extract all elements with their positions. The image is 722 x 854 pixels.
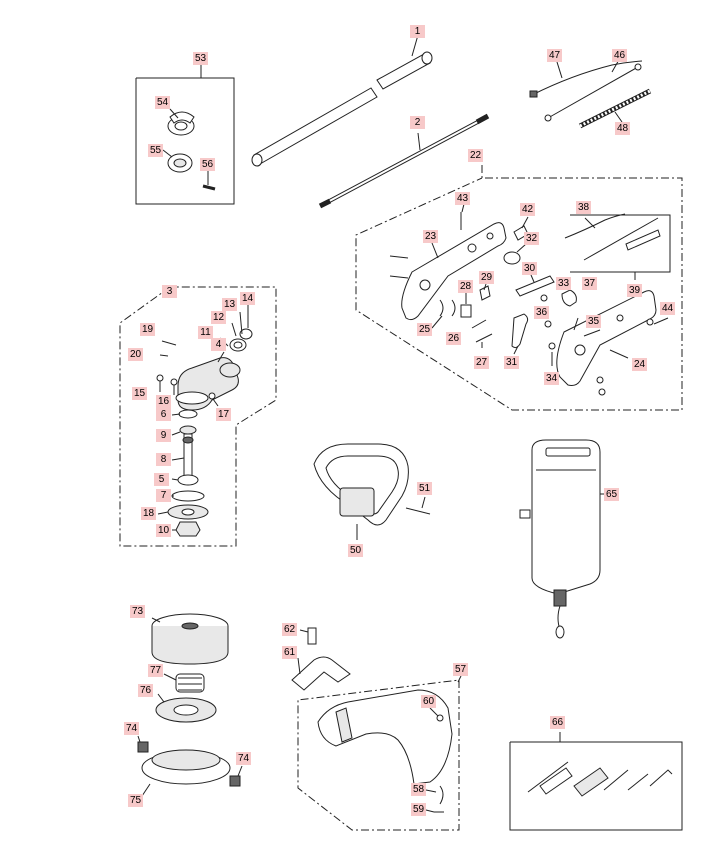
drive-shaft [318, 113, 490, 209]
part-label-60: 60 [421, 695, 436, 708]
part-label-54: 54 [155, 96, 170, 109]
part-label-17: 17 [216, 408, 231, 421]
part-label-59: 59 [411, 803, 426, 816]
part-label-11: 11 [198, 326, 213, 339]
part-label-10: 10 [156, 524, 171, 537]
part-label-31: 31 [504, 356, 519, 369]
front-handle [313, 443, 431, 540]
part-label-24: 24 [632, 358, 647, 371]
part-label-5: 5 [154, 473, 169, 486]
part-label-18: 18 [141, 507, 156, 520]
part-label-77: 77 [148, 664, 163, 677]
part-label-23: 23 [423, 230, 438, 243]
part-label-25: 25 [417, 323, 432, 336]
part-label-26: 26 [446, 332, 461, 345]
part-label-33: 33 [556, 277, 571, 290]
part-label-35: 35 [586, 315, 601, 328]
part-label-12: 12 [211, 311, 226, 324]
part-label-44: 44 [660, 302, 675, 315]
handle-assembly-box [355, 165, 683, 411]
part-label-51: 51 [417, 482, 432, 495]
part-label-61: 61 [282, 646, 297, 659]
part-label-55: 55 [148, 144, 163, 157]
part-label-13: 13 [222, 298, 237, 311]
throttle-cables [529, 57, 652, 129]
part-label-34: 34 [544, 372, 559, 385]
part-label-57: 57 [453, 663, 468, 676]
part-label-62: 62 [282, 623, 297, 636]
shaft-tube [251, 34, 433, 167]
part-label-32: 32 [524, 232, 539, 245]
part-label-65: 65 [604, 488, 619, 501]
gear-head-box [119, 286, 277, 547]
part-label-76: 76 [138, 684, 153, 697]
part-label-38: 38 [576, 201, 591, 214]
part-label-14: 14 [240, 292, 255, 305]
clamp-kit-box [135, 65, 235, 205]
part-label-74a: 74 [124, 722, 139, 735]
part-label-9: 9 [156, 429, 171, 442]
part-label-15: 15 [132, 387, 147, 400]
part-label-19: 19 [140, 323, 155, 336]
tool-kit-box [509, 732, 683, 831]
part-label-50: 50 [348, 544, 363, 557]
part-label-47: 47 [547, 49, 562, 62]
part-label-27: 27 [474, 356, 489, 369]
trimmer-head [137, 613, 243, 797]
part-label-29: 29 [479, 271, 494, 284]
part-label-56: 56 [200, 158, 215, 171]
guard-box [291, 627, 462, 831]
part-label-1: 1 [410, 25, 425, 38]
part-label-3: 3 [162, 285, 177, 298]
part-label-75: 75 [128, 794, 143, 807]
shoulder-harness [519, 439, 608, 639]
part-label-42: 42 [520, 203, 535, 216]
part-label-58: 58 [411, 783, 426, 796]
part-label-8: 8 [156, 453, 171, 466]
part-label-4: 4 [211, 338, 226, 351]
part-label-37: 37 [582, 277, 597, 290]
part-label-30: 30 [522, 262, 537, 275]
part-label-2: 2 [410, 116, 425, 129]
part-label-36: 36 [534, 306, 549, 319]
part-label-39: 39 [627, 284, 642, 297]
part-label-43: 43 [455, 192, 470, 205]
part-label-20: 20 [128, 348, 143, 361]
part-label-28: 28 [458, 280, 473, 293]
part-label-46: 46 [612, 49, 627, 62]
part-label-16: 16 [156, 395, 171, 408]
part-label-22: 22 [468, 149, 483, 162]
part-label-48: 48 [615, 122, 630, 135]
part-label-7: 7 [156, 489, 171, 502]
part-label-66: 66 [550, 716, 565, 729]
part-label-73: 73 [130, 605, 145, 618]
part-label-53: 53 [193, 52, 208, 65]
part-label-6: 6 [156, 408, 171, 421]
part-label-74b: 74 [236, 752, 251, 765]
